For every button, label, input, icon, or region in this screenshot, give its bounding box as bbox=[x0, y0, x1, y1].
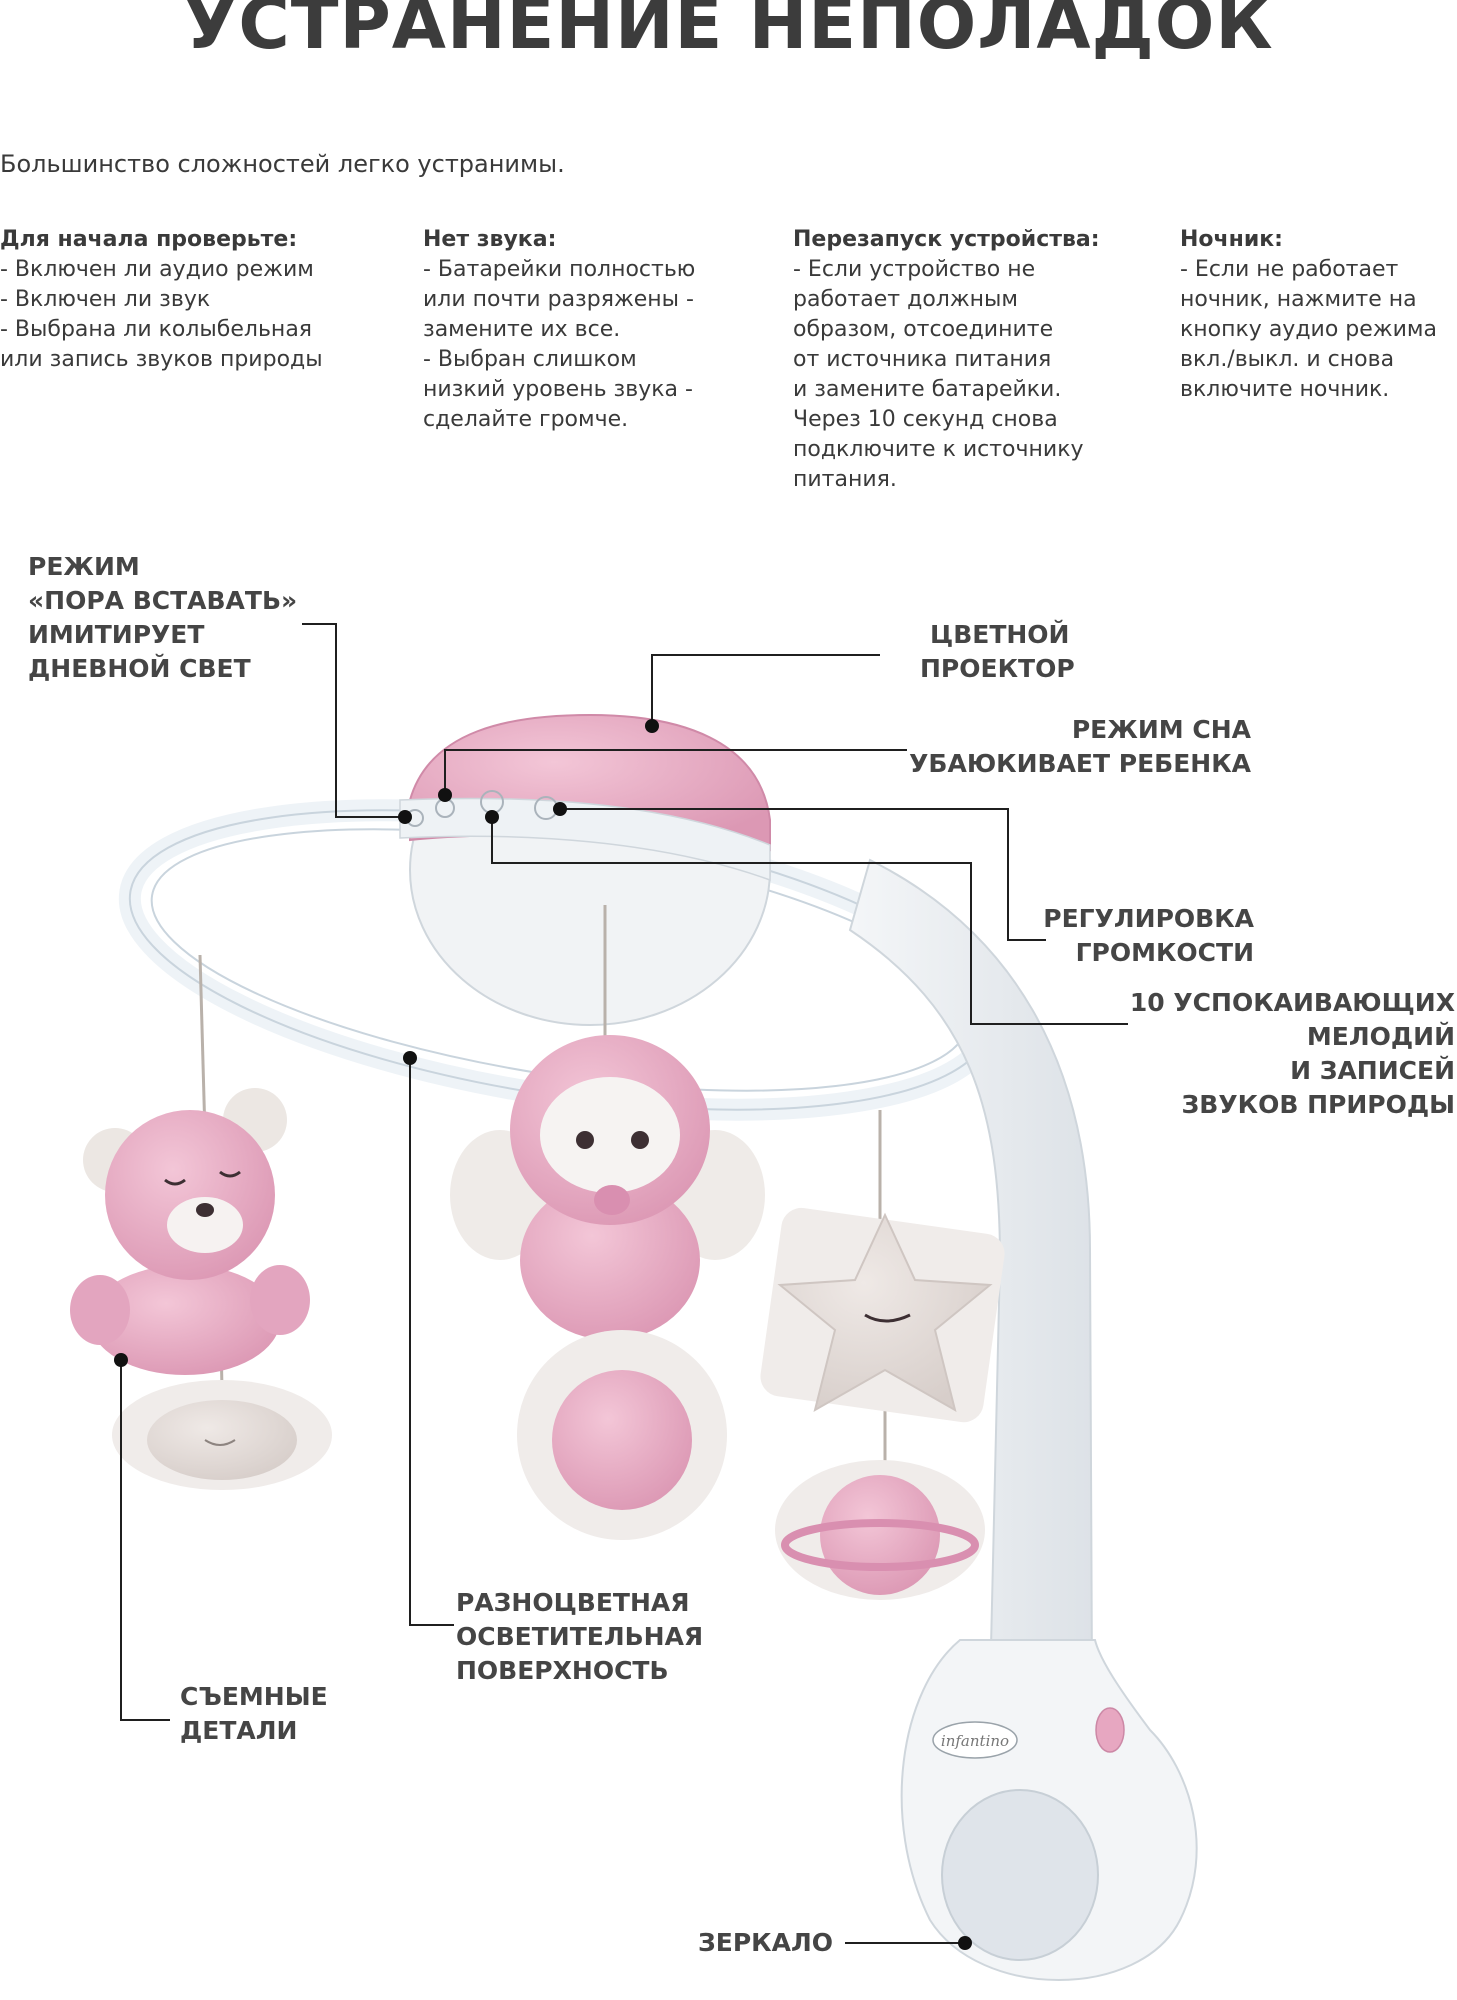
label-line: ГРОМКОСТИ bbox=[1075, 938, 1254, 967]
callout-line-sleep bbox=[444, 749, 907, 795]
label-line: РАЗНОЦВЕТНАЯ bbox=[456, 1588, 690, 1617]
column-line: сделайте громче. bbox=[423, 407, 629, 432]
column-line: кнопку аудио режима bbox=[1180, 317, 1437, 342]
callout-line-projector bbox=[651, 654, 880, 726]
column-line: питания. bbox=[793, 467, 897, 492]
label-line: РЕГУЛИРОВКА bbox=[1043, 904, 1254, 933]
label-mirror: ЗЕРКАЛО bbox=[698, 1928, 833, 1957]
brand-badge bbox=[932, 1721, 1018, 1759]
column-line: - Батарейки полностью bbox=[423, 257, 696, 282]
label-line: ЦВЕТНОЙ bbox=[930, 620, 1070, 649]
column-heading: Для начала проверьте: bbox=[0, 227, 298, 252]
label-light-surface: РАЗНОЦВЕТНАЯ ОСВЕТИТЕЛЬНАЯ ПОВЕРХНОСТЬ bbox=[456, 1586, 703, 1688]
column-line: от источника питания bbox=[793, 347, 1052, 372]
troubleshoot-column-no-sound: Нет звука: - Батарейки полностью или поч… bbox=[423, 225, 695, 435]
label-line: И ЗАПИСЕЙ bbox=[1290, 1056, 1455, 1085]
cloud-toy bbox=[112, 1380, 332, 1490]
column-line: образом, отсоедините bbox=[793, 317, 1054, 342]
planet-toy bbox=[775, 1460, 985, 1600]
column-line: замените их все. bbox=[423, 317, 621, 342]
label-line: ЗВУКОВ ПРИРОДЫ bbox=[1181, 1090, 1455, 1119]
callout-line-removable bbox=[120, 1360, 170, 1721]
owl-toy bbox=[450, 1035, 765, 1340]
label-volume-control: РЕГУЛИРОВКА ГРОМКОСТИ bbox=[1043, 902, 1254, 970]
column-line: или запись звуков природы bbox=[0, 347, 323, 372]
column-line: - Если устройство не bbox=[793, 257, 1036, 282]
column-line: работает должным bbox=[793, 287, 1019, 312]
mobile-arm bbox=[848, 858, 1094, 1692]
column-line: вкл./выкл. и снова bbox=[1180, 347, 1395, 372]
troubleshoot-column-check: Для начала проверьте: - Включен ли аудио… bbox=[0, 225, 323, 375]
column-line: низкий уровень звука - bbox=[423, 377, 693, 402]
label-line: УБАЮКИВАЕТ РЕБЕНКА bbox=[909, 749, 1251, 778]
label-line: РЕЖИМ СНА bbox=[1071, 715, 1251, 744]
column-line: - Выбрана ли колыбельная bbox=[0, 317, 313, 342]
moon-toy bbox=[517, 1330, 727, 1540]
troubleshoot-column-restart: Перезапуск устройства: - Если устройство… bbox=[793, 225, 1100, 495]
label-line: СЪЕМНЫЕ bbox=[180, 1682, 328, 1711]
column-line: - Если не работает bbox=[1180, 257, 1399, 282]
label-line: 10 УСПОКАИВАЮЩИХ bbox=[1129, 988, 1455, 1017]
brand-text: infantino bbox=[941, 1732, 1009, 1750]
label-line: ПОВЕРХНОСТЬ bbox=[456, 1656, 669, 1685]
label-wakeup-mode: РЕЖИМ «ПОРА ВСТАВАТЬ» ИМИТИРУЕТ ДНЕВНОЙ … bbox=[28, 550, 297, 686]
callout-dots bbox=[114, 719, 972, 1950]
projector bbox=[399, 713, 771, 1026]
troubleshoot-column-nightlight: Ночник: - Если не работает ночник, нажми… bbox=[1180, 225, 1437, 405]
column-line: и замените батарейки. bbox=[793, 377, 1062, 402]
column-line: подключите к источнику bbox=[793, 437, 1084, 462]
label-sleep-mode: РЕЖИМ СНА УБАЮКИВАЕТ РЕБЕНКА bbox=[909, 713, 1251, 781]
column-line: Через 10 секунд снова bbox=[793, 407, 1058, 432]
label-color-projector: ЦВЕТНОЙ ПРОЕКТОР bbox=[920, 618, 1075, 686]
label-line: ДНЕВНОЙ СВЕТ bbox=[28, 654, 251, 683]
label-line: МЕЛОДИЙ bbox=[1306, 1022, 1455, 1051]
page-title: УСТРАНЕНИЕ НЕПОЛАДОК bbox=[183, 0, 1274, 65]
column-heading: Нет звука: bbox=[423, 227, 557, 252]
label-line: РЕЖИМ bbox=[28, 552, 140, 581]
callout-line-wakeup bbox=[302, 623, 405, 818]
column-line: - Выбран слишком bbox=[423, 347, 637, 372]
label-line: ОСВЕТИТЕЛЬНАЯ bbox=[456, 1622, 704, 1651]
label-line: ПРОЕКТОР bbox=[920, 654, 1075, 683]
callout-line-surface bbox=[409, 1058, 454, 1626]
star-toy bbox=[760, 1207, 1005, 1423]
column-line: - Включен ли аудио режим bbox=[0, 257, 314, 282]
label-line: «ПОРА ВСТАВАТЬ» bbox=[28, 586, 298, 615]
callout-line-volume bbox=[560, 808, 1046, 941]
column-line: включите ночник. bbox=[1180, 377, 1390, 402]
mirror-disc bbox=[941, 1789, 1099, 1961]
column-line: ночник, нажмите на bbox=[1180, 287, 1417, 312]
label-melodies: 10 УСПОКАИВАЮЩИХ МЕЛОДИЙ И ЗАПИСЕЙ ЗВУКО… bbox=[1130, 986, 1455, 1122]
label-line: ДЕТАЛИ bbox=[180, 1716, 298, 1745]
column-heading: Ночник: bbox=[1180, 227, 1283, 252]
side-button bbox=[1095, 1707, 1125, 1753]
label-line: ИМИТИРУЕТ bbox=[28, 620, 205, 649]
column-line: - Включен ли звук bbox=[0, 287, 211, 312]
callout-line-melodies bbox=[491, 817, 1128, 1025]
column-heading: Перезапуск устройства: bbox=[793, 227, 1100, 252]
intro-text: Большинство сложностей легко устранимы. bbox=[0, 150, 565, 178]
bear-toy bbox=[70, 1088, 310, 1375]
label-removable-parts: СЪЕМНЫЕ ДЕТАЛИ bbox=[180, 1680, 328, 1748]
callout-lines bbox=[120, 623, 1128, 1944]
column-line: или почти разряжены - bbox=[423, 287, 694, 312]
